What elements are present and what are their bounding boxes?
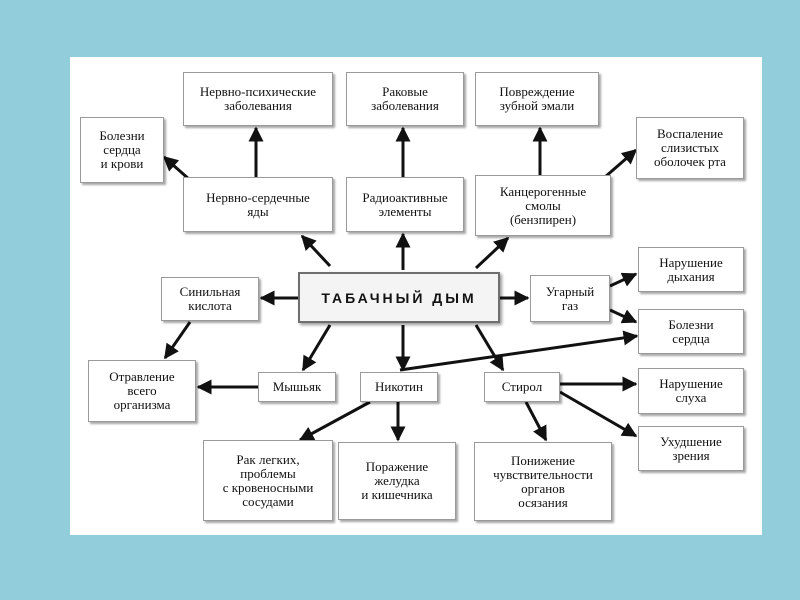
node-heart-blood-diseases: Болезни сердца и крови — [80, 117, 164, 183]
node-carcinogenic-tars: Канцерогенные смолы (бензпирен) — [475, 175, 611, 236]
node-radioactive-elements: Радиоактивные элементы — [346, 177, 464, 232]
node-whole-body-poisoning: Отравление всего организма — [88, 360, 196, 422]
node-neuro-heart-poisons: Нервно-сердечные яды — [183, 177, 333, 232]
node-lung-cancer-vessels: Рак легких, проблемы с кровеносными сосу… — [203, 440, 333, 521]
node-breathing-disorder: Нарушение дыхания — [638, 247, 744, 292]
node-neuro-psych-diseases: Нервно-психические заболевания — [183, 72, 333, 126]
node-nicotine: Никотин — [360, 372, 438, 402]
node-styrene: Стирол — [484, 372, 560, 402]
node-heart-disease: Болезни сердца — [638, 309, 744, 354]
node-hearing-disorder: Нарушение слуха — [638, 368, 744, 414]
node-carbon-monoxide: Угарный газ — [530, 275, 610, 322]
node-tooth-enamel-damage: Повреждение зубной эмали — [475, 72, 599, 126]
node-cancer-diseases: Раковые заболевания — [346, 72, 464, 126]
node-vision-deterioration: Ухудшение зрения — [638, 426, 744, 471]
node-hydrocyanic-acid: Синильная кислота — [161, 277, 259, 321]
node-mucosa-inflammation: Воспаление слизистых оболочек рта — [636, 117, 744, 179]
node-reduced-touch-sensitivity: Понижение чувствительности органов осяза… — [474, 442, 612, 521]
node-tobacco-smoke: ТАБАЧНЫЙ ДЫМ — [298, 272, 500, 323]
node-arsenic: Мышьяк — [258, 372, 336, 402]
node-stomach-intestine-damage: Поражение желудка и кишечника — [338, 442, 456, 520]
